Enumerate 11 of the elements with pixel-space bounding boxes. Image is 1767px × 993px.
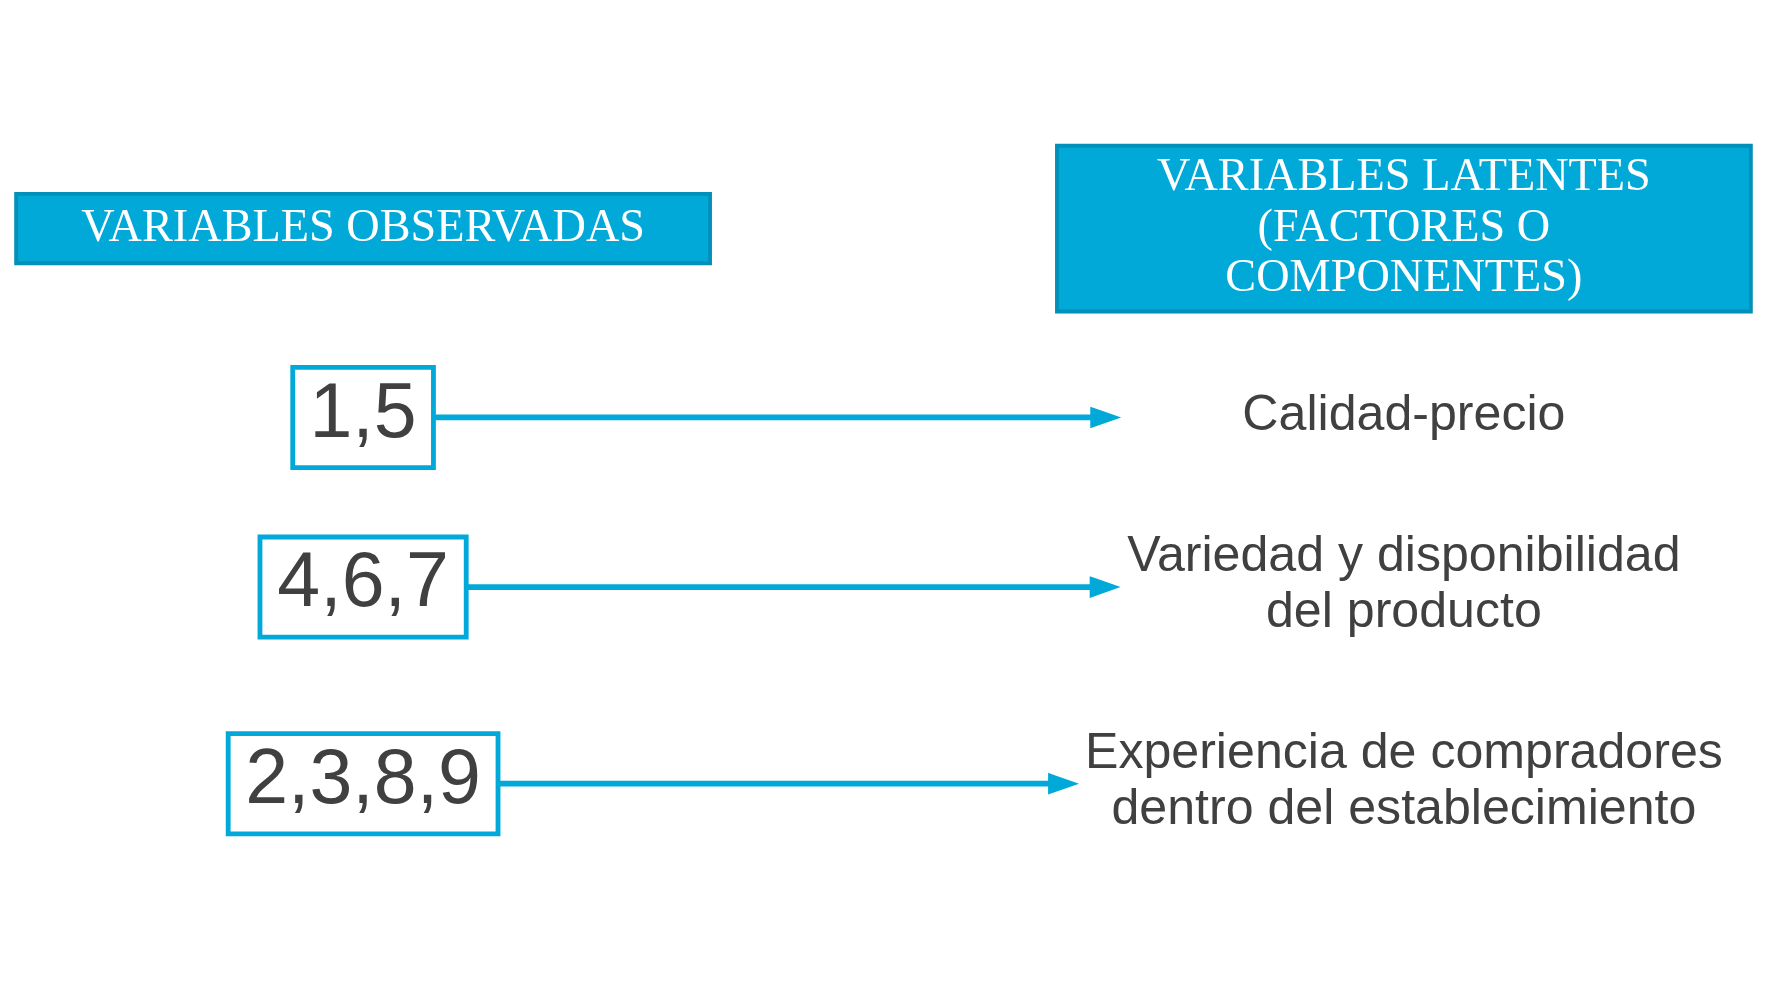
arrow: [466, 576, 1121, 598]
node-text: Variedad y disponibilidad del producto: [1127, 526, 1681, 639]
node-box: VARIABLES OBSERVADAS: [14, 191, 712, 266]
node-text: Experiencia de compradores dentro del establecimiento: [1084, 722, 1723, 835]
node-box: 4,6,7: [257, 534, 469, 640]
node-text: Calidad-precio: [1242, 384, 1566, 441]
node-box: VARIABLES LATENTES (FACTORES O COMPONENTES): [1055, 143, 1753, 314]
node-box: 2,3,8,9: [225, 731, 501, 837]
node-box: 1,5: [290, 364, 436, 470]
arrow: [433, 406, 1122, 429]
arrow: [498, 772, 1080, 795]
